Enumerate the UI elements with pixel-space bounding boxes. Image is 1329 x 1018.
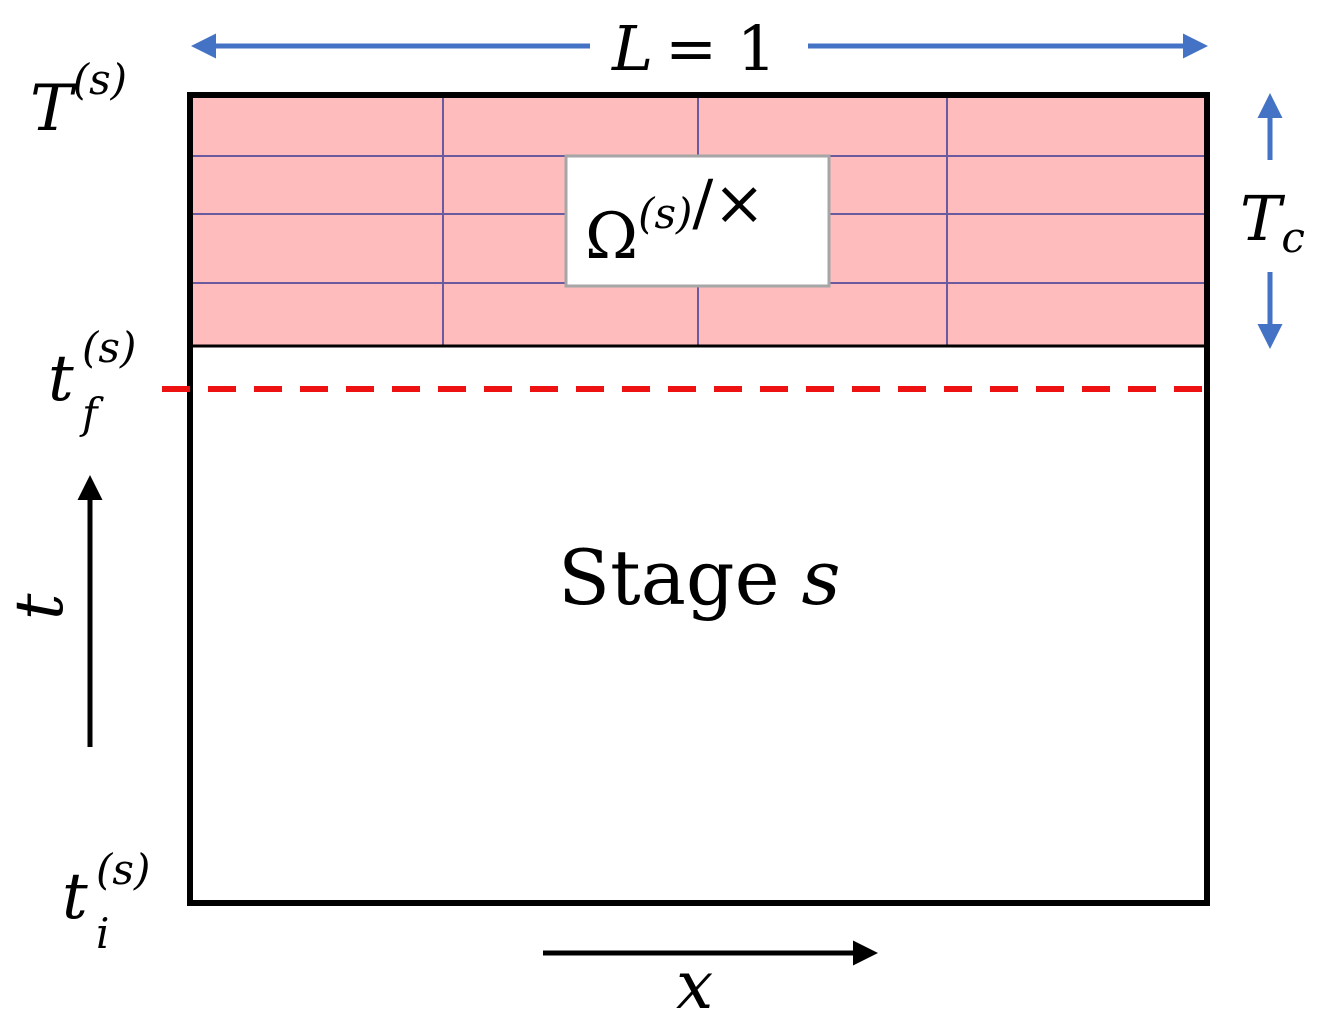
x-axis-label: x: [676, 947, 713, 1018]
final-time-label: t (s) f: [48, 323, 136, 438]
omega-label-box: [564, 154, 831, 288]
svg-text:t: t: [62, 860, 88, 934]
svg-text:t: t: [48, 342, 74, 416]
svg-text:(s): (s): [82, 323, 136, 372]
t-axis-label: t: [1, 593, 78, 620]
top-time-label: T(s): [30, 55, 127, 146]
omega-label: Ω(s)/×: [585, 166, 765, 274]
stage-frame: [187, 92, 1210, 906]
svg-text:(s): (s): [96, 845, 150, 894]
tc-label: Tc: [1240, 182, 1305, 262]
initial-time-label: t (s) i: [62, 845, 150, 958]
svg-text:f: f: [79, 389, 104, 438]
length-label: L= 1: [611, 12, 776, 85]
svg-text:i: i: [96, 909, 109, 958]
